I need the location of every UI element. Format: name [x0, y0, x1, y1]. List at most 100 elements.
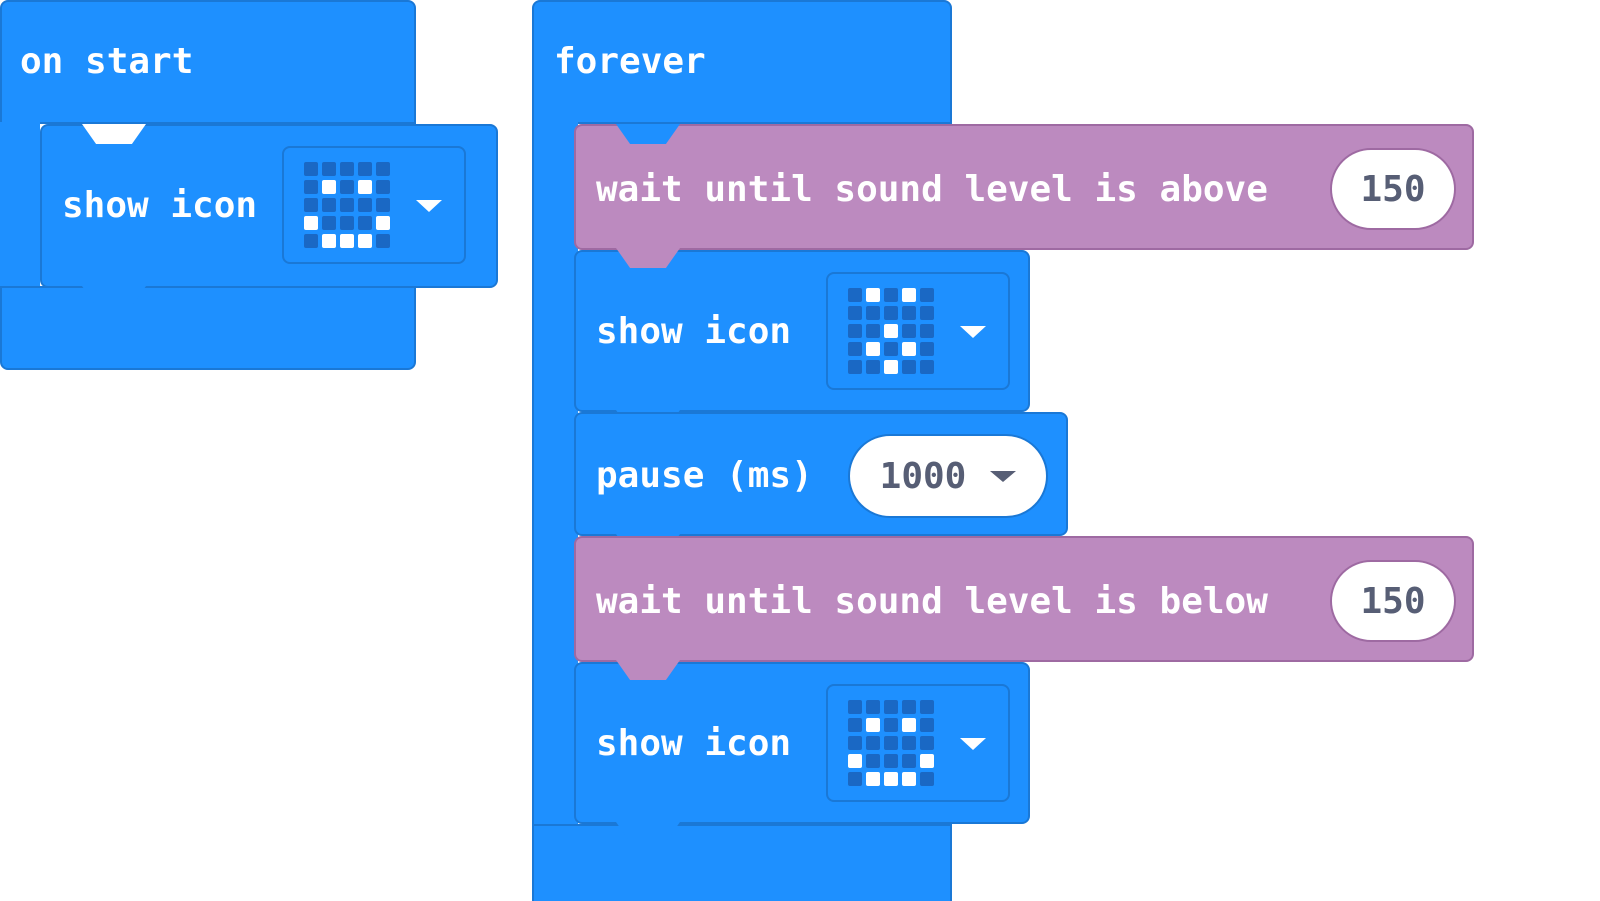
led-grid [848, 288, 934, 374]
threshold-value: 150 [1360, 580, 1426, 622]
led-pixel-on [358, 180, 372, 194]
sound-threshold-above-input[interactable]: 150 [1330, 148, 1456, 230]
forever-footer [532, 824, 952, 901]
led-pixel-on [322, 180, 336, 194]
led-pixel-off [920, 360, 934, 374]
block-notch [82, 124, 146, 144]
led-pixel-off [848, 772, 862, 786]
wait-above-label: wait until sound level is above [596, 169, 1268, 210]
show-icon-block-1[interactable]: show icon [574, 250, 1030, 430]
led-pixel-off [920, 700, 934, 714]
led-grid [848, 700, 934, 786]
forever-label: forever [554, 41, 706, 82]
led-pixel-off [322, 216, 336, 230]
led-pixel-off [902, 306, 916, 320]
pause-value: 1000 [879, 455, 967, 497]
led-pixel-off [358, 198, 372, 212]
wait-below-label: wait until sound level is below [596, 581, 1268, 622]
pause-block[interactable]: pause (ms) 1000 [574, 412, 1068, 554]
led-pixel-on [920, 754, 934, 768]
led-pixel-on [902, 288, 916, 302]
led-pixel-off [884, 700, 898, 714]
led-pixel-off [340, 180, 354, 194]
led-pixel-off [376, 234, 390, 248]
led-pixel-on [848, 754, 862, 768]
led-pixel-off [866, 736, 880, 750]
led-pixel-on [304, 216, 318, 230]
icon-picker-start[interactable] [282, 146, 466, 264]
led-pixel-off [340, 198, 354, 212]
show-icon-label: show icon [596, 311, 792, 352]
led-pixel-off [884, 718, 898, 732]
dropdown-arrow-icon [960, 326, 986, 338]
led-pixel-off [884, 736, 898, 750]
led-pixel-on [902, 718, 916, 732]
led-pixel-on [866, 342, 880, 356]
led-pixel-off [322, 162, 336, 176]
led-pixel-off [848, 324, 862, 338]
led-pixel-off [866, 754, 880, 768]
led-pixel-off [884, 754, 898, 768]
pause-duration-dropdown[interactable]: 1000 [848, 434, 1048, 518]
led-pixel-off [848, 360, 862, 374]
led-pixel-off [866, 360, 880, 374]
led-pixel-off [920, 288, 934, 302]
led-pixel-off [322, 198, 336, 212]
wait-until-above-block[interactable]: wait until sound level is above 150 [574, 124, 1474, 268]
show-icon-block-2[interactable]: show icon [574, 662, 1030, 842]
forever-block[interactable] [532, 0, 952, 124]
led-pixel-off [848, 342, 862, 356]
sound-threshold-below-input[interactable]: 150 [1330, 560, 1456, 642]
led-pixel-off [304, 180, 318, 194]
on-start-footer [0, 286, 416, 370]
icon-picker-2[interactable] [826, 684, 1010, 802]
led-pixel-on [322, 234, 336, 248]
led-pixel-off [304, 162, 318, 176]
led-pixel-off [902, 700, 916, 714]
led-pixel-on [884, 360, 898, 374]
led-pixel-off [866, 306, 880, 320]
led-pixel-off [920, 772, 934, 786]
led-pixel-off [920, 736, 934, 750]
led-pixel-off [304, 234, 318, 248]
led-pixel-off [902, 736, 916, 750]
on-start-label: on start [20, 41, 194, 82]
on-start-arm [0, 122, 40, 288]
led-pixel-off [884, 342, 898, 356]
pause-label: pause (ms) [596, 455, 813, 496]
led-pixel-off [376, 198, 390, 212]
led-pixel-off [358, 216, 372, 230]
led-pixel-off [902, 754, 916, 768]
led-pixel-off [376, 180, 390, 194]
block-tab [616, 822, 680, 842]
show-icon-block-start[interactable]: show icon [40, 124, 498, 306]
led-pixel-off [848, 718, 862, 732]
wait-until-below-block[interactable]: wait until sound level is below 150 [574, 536, 1474, 680]
dropdown-arrow-icon [960, 738, 986, 750]
led-pixel-on [358, 234, 372, 248]
led-pixel-off [920, 718, 934, 732]
led-pixel-off [340, 162, 354, 176]
block-tab [82, 286, 146, 306]
led-pixel-off [376, 162, 390, 176]
led-pixel-on [376, 216, 390, 230]
led-pixel-off [920, 306, 934, 320]
on-start-block[interactable] [0, 0, 416, 124]
led-pixel-on [340, 234, 354, 248]
icon-picker-1[interactable] [826, 272, 1010, 390]
led-pixel-off [902, 324, 916, 338]
dropdown-arrow-icon [416, 200, 442, 212]
led-pixel-on [866, 288, 880, 302]
led-pixel-off [920, 342, 934, 356]
led-pixel-off [884, 306, 898, 320]
led-pixel-on [902, 772, 916, 786]
led-pixel-off [848, 306, 862, 320]
led-pixel-off [884, 288, 898, 302]
led-pixel-off [848, 736, 862, 750]
led-pixel-off [848, 288, 862, 302]
dropdown-arrow-icon [990, 470, 1017, 482]
led-pixel-on [866, 772, 880, 786]
show-icon-label: show icon [596, 723, 792, 764]
led-pixel-off [358, 162, 372, 176]
show-icon-label: show icon [62, 185, 258, 226]
